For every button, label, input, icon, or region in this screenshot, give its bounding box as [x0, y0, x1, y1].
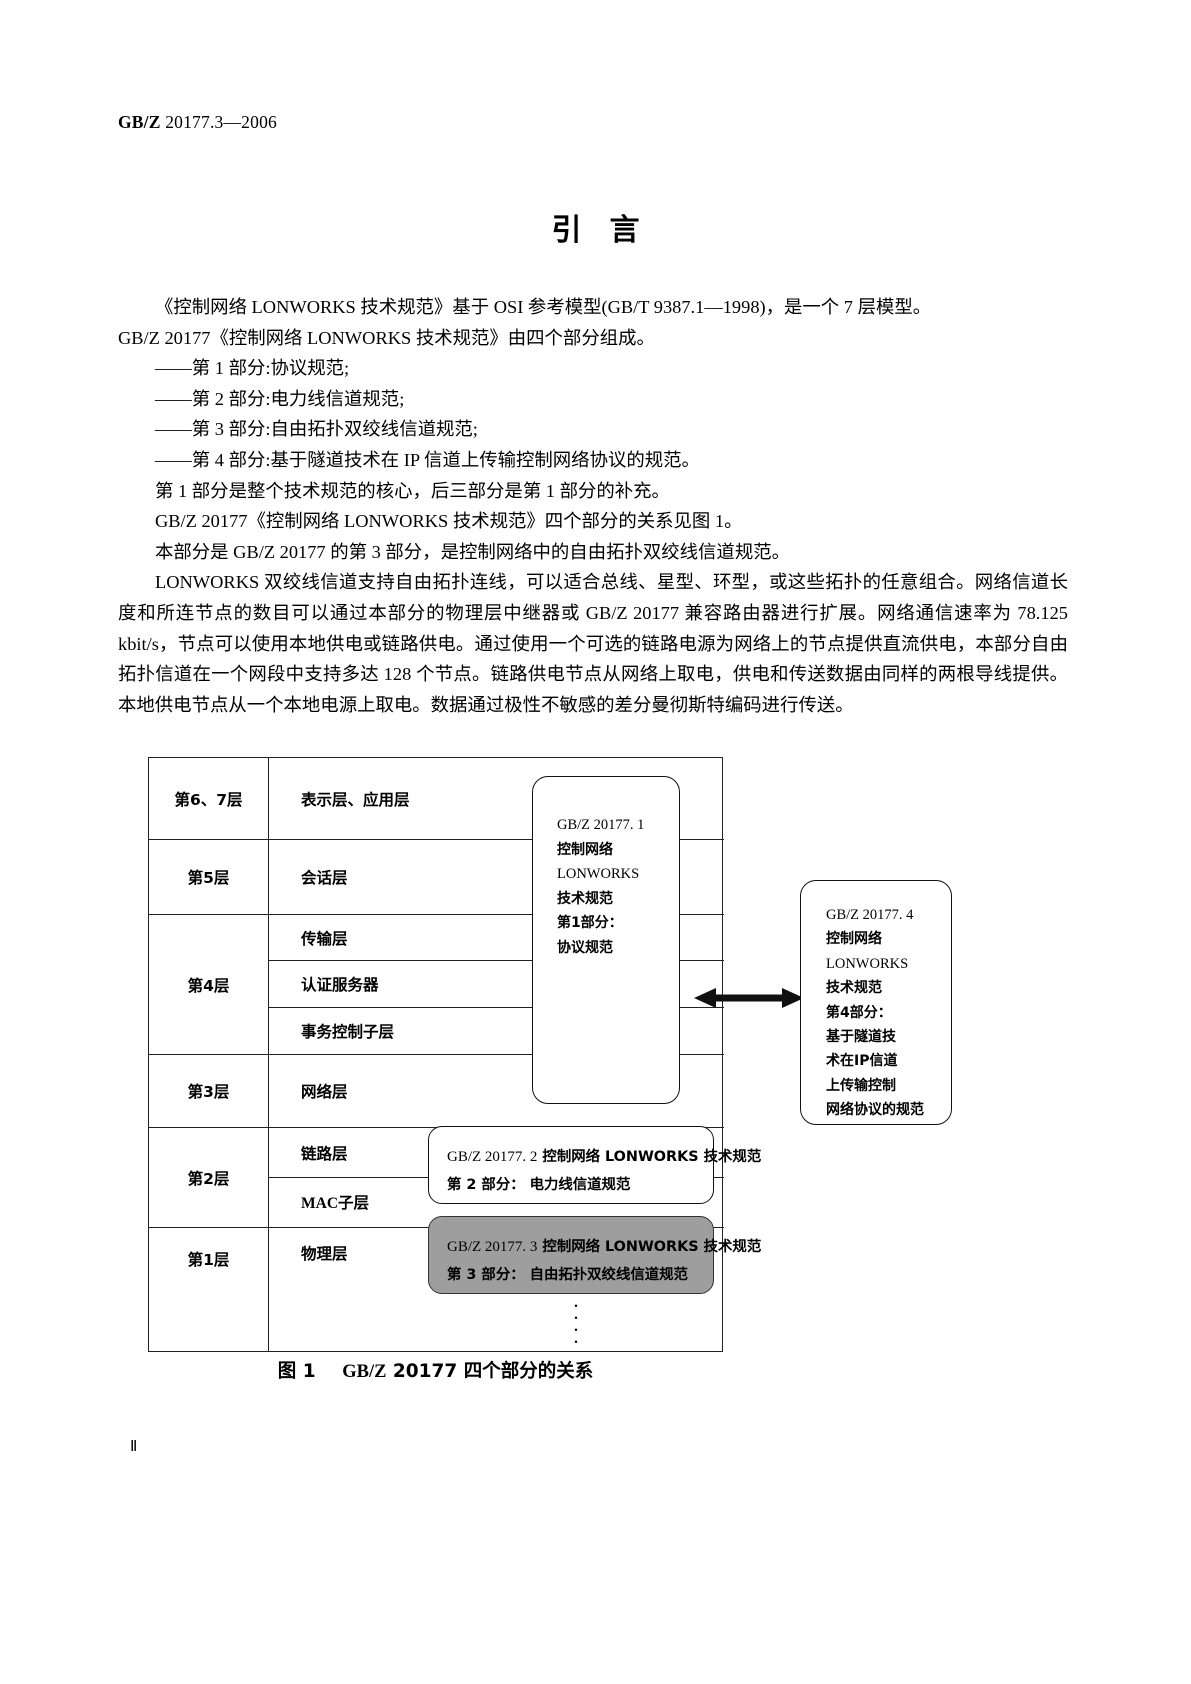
spec-box-part3-text: 控制网络 LONWORKS 技术规范 [537, 1239, 762, 1255]
spec-box-part-4: GB/Z 20177. 4 控制网络 LONWORKS 技术规范 第4部分： 基… [800, 880, 952, 1125]
layer-sublayer-group: 物理层 [269, 1228, 724, 1351]
layer-sublayer: 会话层 [301, 869, 348, 887]
layer-level-label: 第2层 [149, 1128, 269, 1227]
layer-sublayer: MAC子层 [301, 1195, 370, 1212]
spec-box-part4-line4: 技术规范 [826, 980, 882, 997]
spec-box-part3-line1: GB/Z 20177. 3 控制网络 LONWORKS 技术规范 [447, 1233, 761, 1261]
layer-level-label: 第1层 [149, 1228, 269, 1351]
layer-sublayer: 物理层 [301, 1245, 348, 1263]
spec-box-part4-line5: 第4部分： [826, 1004, 892, 1021]
paragraph-core: 第 1 部分是整个技术规范的核心，后三部分是第 1 部分的补充。 [155, 480, 670, 501]
header-standard-rest: 20177.3—2006 [160, 112, 277, 132]
spec-box-part4-line6: 基于隧道技 [826, 1029, 896, 1046]
spec-box-part1-line4: 技术规范 [557, 890, 613, 907]
layer-sublayer-group: 会话层 [269, 840, 724, 914]
spec-box-part1-line3: LONWORKS [557, 866, 640, 882]
spec-box-part4-line9: 网络协议的规范 [826, 1102, 924, 1119]
bidirectional-arrow-icon [694, 985, 804, 1011]
table-row: 第4层 传输层 认证服务器 事务控制子层 [149, 915, 724, 1055]
spec-box-part1-line6: 协议规范 [557, 939, 613, 956]
spec-box-part2-line2: 第 2 部分： 电力线信道规范 [447, 1177, 631, 1193]
layer-sublayer-group: 传输层 认证服务器 事务控制子层 [269, 915, 724, 1054]
page-number: Ⅱ [130, 1439, 138, 1455]
layer-level-label: 第4层 [149, 915, 269, 1054]
paragraph-relations: GB/Z 20177《控制网络 LONWORKS 技术规范》四个部分的关系见图 … [155, 511, 743, 532]
spec-box-part-1: GB/Z 20177. 1 控制网络 LONWORKS 技术规范 第1部分： 协… [532, 776, 680, 1104]
spec-box-part1-code: GB/Z 20177. 1 [557, 817, 645, 833]
list-item-part4: ——第 4 部分:基于隧道技术在 IP 信道上传输控制网络协议的规范。 [155, 449, 700, 470]
running-header: GB/Z 20177.3—2006 [118, 112, 277, 133]
list-item-part2: ——第 2 部分:电力线信道规范; [155, 388, 405, 409]
spec-box-part1-line5: 第1部分： [557, 915, 623, 931]
figure-caption: 图 1 GB/Z 20177 四个部分的关系 [148, 1357, 723, 1383]
page-title: 引言 [551, 213, 668, 248]
spec-box-part4-code: GB/Z 20177. 4 [826, 907, 914, 923]
paragraph-scope: 本部分是 GB/Z 20177 的第 3 部分，是控制网络中的自由拓扑双绞线信道… [155, 541, 790, 562]
layer-sublayer: 认证服务器 [269, 961, 724, 1008]
table-row: 第5层 会话层 [149, 840, 724, 915]
spec-box-part2-code: GB/Z 20177. 2 [447, 1149, 538, 1165]
layer-level-label: 第3层 [149, 1055, 269, 1127]
spec-box-part-2: GB/Z 20177. 2 控制网络 LONWORKS 技术规范 第 2 部分：… [428, 1126, 761, 1204]
figure-caption-text: 20177 四个部分的关系 [386, 1361, 594, 1382]
layer-level-label: 第5层 [149, 840, 269, 914]
layer-sublayer: 传输层 [269, 915, 724, 961]
spec-box-part4-line7: 术在IP信道 [826, 1053, 898, 1070]
layer-sublayer: 事务控制子层 [301, 1022, 395, 1041]
figure-caption-prefix: 图 1 [277, 1361, 316, 1382]
body-text: 《控制网络 LONWORKS 技术规范》基于 OSI 参考模型(GB/T 938… [118, 292, 1068, 720]
list-item-part1: ——第 1 部分:协议规范; [155, 358, 350, 379]
spec-box-part2-text: 控制网络 LONWORKS 技术规范 [537, 1149, 762, 1165]
layer-level-label: 第6、7层 [149, 758, 269, 839]
spec-box-part2-line1: GB/Z 20177. 2 控制网络 LONWORKS 技术规范 [447, 1143, 761, 1171]
layer-sublayer: 表示层、应用层 [301, 790, 410, 809]
paragraph-technical: LONWORKS 双绞线信道支持自由拓扑连线，可以适合总线、星型、环型，或这些拓… [118, 572, 1068, 715]
spec-box-part4-line8: 上传输控制 [826, 1077, 896, 1094]
layer-sublayer-group: 网络层 [269, 1055, 724, 1127]
paragraph-intro-line1: 《控制网络 LONWORKS 技术规范》基于 OSI 参考模型(GB/T 938… [155, 297, 932, 317]
continuation-dots: ···· [572, 1294, 580, 1354]
layer-sublayer-group: 表示层、应用层 [269, 758, 724, 839]
table-row: 第1层 物理层 [149, 1228, 724, 1351]
header-standard-number: GB/Z [118, 112, 161, 132]
spec-box-part4-line2: 控制网络 [826, 931, 882, 948]
spec-box-part1-line2: 控制网络 [557, 841, 613, 858]
layer-sublayer: 网络层 [301, 1083, 348, 1101]
list-item-part3: ——第 3 部分:自由拓扑双绞线信道规范; [155, 419, 478, 440]
spec-box-part4-line3: LONWORKS [826, 955, 909, 972]
figure-caption-code: GB/Z [342, 1362, 387, 1382]
paragraph-intro-line2: GB/Z 20177《控制网络 LONWORKS 技术规范》由四个部分组成。 [118, 327, 655, 348]
spec-box-part3-code: GB/Z 20177. 3 [447, 1239, 538, 1255]
spec-box-part-3: GB/Z 20177. 3 控制网络 LONWORKS 技术规范 第 3 部分：… [428, 1216, 761, 1294]
table-row: 第6、7层 表示层、应用层 [149, 758, 724, 840]
spec-box-part3-line2: 第 3 部分： 自由拓扑双绞线信道规范 [447, 1267, 688, 1283]
